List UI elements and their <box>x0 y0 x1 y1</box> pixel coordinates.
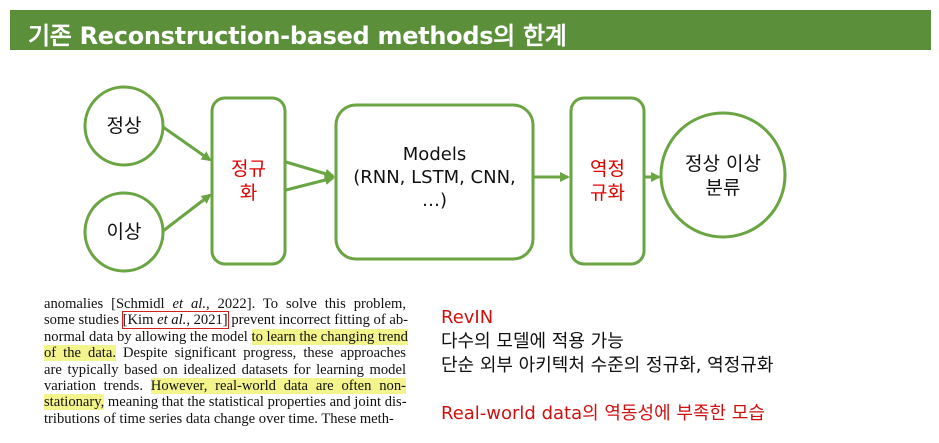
abnormal-circle <box>83 191 165 273</box>
title-bar: 기존 Reconstruction-based methods의 한계 <box>10 10 931 50</box>
normal-circle <box>83 85 165 167</box>
paper-text: normal data by allowing the model <box>44 328 252 345</box>
paper-text: meaning that the statistical properties … <box>104 394 407 411</box>
models-box <box>334 103 535 261</box>
paper-text: variation trends. <box>44 378 151 395</box>
citation-box: [Kim et al., 2021] <box>121 311 229 330</box>
abnormal-label: 이상 <box>106 221 142 243</box>
classify-label: 정상 이상 분류 <box>685 153 761 199</box>
paper-text: Despite significant progress, these appr… <box>115 345 406 362</box>
notes: RevIN 다수의 모델에 적용 가능 단순 외부 아키텍처 수준의 정규화, … <box>441 306 773 426</box>
paper-text: , 2022]. To solve this problem, <box>205 296 406 312</box>
normalize-label: 정규 화 <box>231 158 266 204</box>
paper-text: are typically based on idealized dataset… <box>44 361 406 378</box>
paper-text: et al. <box>172 296 206 312</box>
paper-line: stationary, meaning that the statistical… <box>44 394 407 411</box>
notes-line-2: 단순 외부 아키텍처 수준의 정규화, 역정규화 <box>441 355 774 376</box>
paper-line: of the data. Despite significant progres… <box>44 345 406 362</box>
denormalize-box <box>569 96 646 266</box>
models-label: Models (RNN, LSTM, CNN, …) <box>353 144 516 211</box>
paper-line: some studies [Kim et al., 2021] prevent … <box>44 311 408 330</box>
paper-line: normal data by allowing the model to lea… <box>44 328 408 345</box>
paper-text: anomalies [Schmidl <box>44 296 173 312</box>
highlighted-text: However, real-world data are often non- <box>150 378 406 395</box>
paper-text: et al. <box>157 312 187 329</box>
normalize-box <box>210 96 287 266</box>
highlighted-text: to learn the changing trend <box>251 328 408 345</box>
classify-circle <box>659 111 787 239</box>
paper-text: tributions of time series data change ov… <box>44 410 394 427</box>
paper-line: variation trends. However, real-world da… <box>44 378 406 395</box>
highlighted-text: of the data. <box>44 345 116 362</box>
arrow-abnormal <box>162 193 212 233</box>
notes-line-1: 다수의 모델에 적용 가능 <box>441 331 624 352</box>
paper-line: anomalies [Schmidl et al., 2022]. To sol… <box>44 296 406 312</box>
arrow-to-models-2 <box>285 175 335 192</box>
denormalize-label: 역정 규화 <box>590 158 625 204</box>
paper-excerpt: anomalies [Schmidl et al., 2022]. To sol… <box>44 296 408 427</box>
slide-title: 기존 Reconstruction-based methods의 한계 <box>28 22 567 50</box>
paper-text: some studies <box>44 312 123 329</box>
paper-line: tributions of time series data change ov… <box>44 411 406 427</box>
paper-text: [Kim <box>122 312 158 329</box>
notes-heading: RevIN <box>441 307 494 328</box>
notes-line-3: Real-world data의 역동성에 부족한 모습 <box>441 403 765 424</box>
paper-text: prevent incorrect fitting of ab- <box>227 312 408 329</box>
paper-text: , 2021] <box>186 312 228 329</box>
arrow-to-models-1 <box>285 160 335 179</box>
highlighted-text: stationary, <box>44 394 105 411</box>
normal-label: 정상 <box>106 115 142 137</box>
paper-line: are typically based on idealized dataset… <box>44 362 406 378</box>
arrow-normal <box>162 125 212 162</box>
